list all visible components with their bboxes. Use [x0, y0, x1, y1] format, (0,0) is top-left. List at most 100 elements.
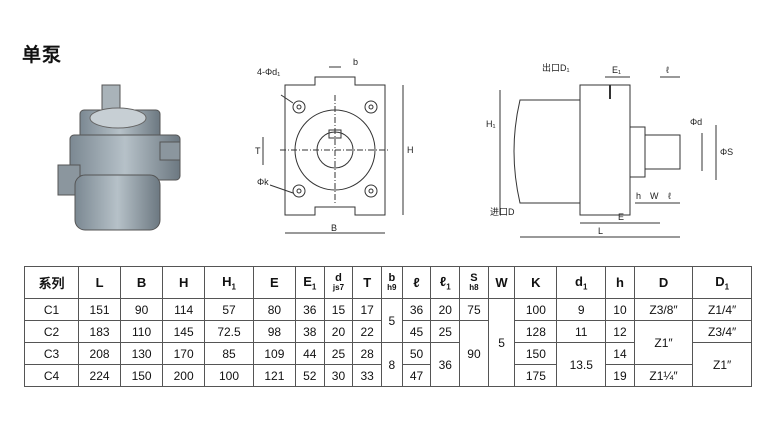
front-view-drawing: 4-Φd₁ b T H Φk B [255, 57, 414, 234]
cell-ell1: 25 [430, 320, 461, 343]
cell-w-merged: 5 [487, 298, 516, 387]
e1-label: E₁ [612, 65, 621, 75]
cell-h1: 100 [204, 364, 254, 387]
l-small-label: ℓ [666, 65, 670, 75]
cell-ell: 47 [401, 364, 432, 387]
l-label: L [598, 226, 603, 236]
phi-s-label: ΦS [720, 147, 733, 157]
t-label: T [255, 146, 261, 156]
header-hh: h [605, 266, 635, 299]
cell-l: 224 [78, 364, 122, 387]
header-dd: D [633, 266, 694, 299]
cell-e: 80 [252, 298, 296, 321]
header-dd1: D1 [692, 266, 752, 299]
cell-b: 90 [120, 298, 164, 321]
cell-dd1-merged: Z1″ [692, 342, 752, 387]
cell-series: C4 [23, 364, 80, 387]
cell-l: 183 [78, 320, 122, 343]
cell-d1: 9 [556, 298, 607, 321]
cell-t: 22 [352, 320, 383, 343]
cell-dd-merged: Z1″ [633, 320, 694, 365]
bw-label: B [331, 223, 337, 233]
e-label: E [618, 212, 624, 222]
cell-t: 33 [352, 364, 383, 387]
header-h: H [162, 266, 206, 299]
header-t: T [352, 266, 383, 299]
cell-k: 128 [514, 320, 558, 343]
cell-d1: 11 [556, 320, 607, 343]
side-view-drawing: 出口D₁ 进口D E₁ ℓ H₁ Φd ΦS h W ℓ E L [486, 62, 733, 238]
cell-hh: 12 [605, 320, 635, 343]
cell-h: 114 [162, 298, 206, 321]
cell-series: C2 [23, 320, 80, 343]
cell-bk-merged: 5 [381, 298, 403, 343]
header-b: B [120, 266, 164, 299]
cell-b: 110 [120, 320, 164, 343]
table-row: C4 224 150 200 100 121 52 30 33 47 175 1… [23, 364, 752, 387]
cell-h1: 72.5 [204, 320, 254, 343]
cell-d: 20 [323, 320, 354, 343]
h1-label: H₁ [486, 119, 496, 129]
header-h1: H1 [204, 266, 254, 299]
header-k: K [514, 266, 558, 299]
cell-dd1: Z1/4″ [692, 298, 752, 321]
cell-e1: 36 [294, 298, 325, 321]
cell-h1: 85 [204, 342, 254, 365]
cell-e1: 52 [294, 364, 325, 387]
holes-label: 4-Φd₁ [257, 67, 280, 77]
table-row: C3 208 130 170 85 109 44 25 28 8 50 36 1… [23, 342, 752, 387]
h-label: H [407, 145, 414, 155]
header-e: E [252, 266, 296, 299]
h-label-side: h [636, 191, 641, 201]
cell-d: 30 [323, 364, 354, 387]
cell-series: C1 [23, 298, 80, 321]
l-small2-label: ℓ [668, 191, 672, 201]
cell-ell: 50 [401, 342, 432, 365]
cell-d: 15 [323, 298, 354, 321]
cell-t: 17 [352, 298, 383, 321]
cell-k: 150 [514, 342, 558, 365]
cell-h1: 57 [204, 298, 254, 321]
cell-ell: 45 [401, 320, 432, 343]
cell-d: 25 [323, 342, 354, 365]
header-l: L [78, 266, 122, 299]
cell-hh: 14 [605, 342, 635, 365]
header-d1: d1 [556, 266, 607, 299]
cell-s: 75 [459, 298, 489, 321]
header-series: 系列 [23, 266, 80, 299]
cell-ell1-merged: 36 [430, 342, 461, 387]
table-row: C1 151 90 114 57 80 36 15 17 5 36 20 75 … [23, 298, 752, 387]
cell-l: 208 [78, 342, 122, 365]
cell-ell: 36 [401, 298, 432, 321]
header-ell1: ℓ1 [430, 266, 461, 299]
cell-e: 98 [252, 320, 296, 343]
w-label: W [650, 191, 659, 201]
k-label: Φk [257, 177, 269, 187]
cell-l: 151 [78, 298, 122, 321]
cell-h: 145 [162, 320, 206, 343]
cell-d1-merged: 13.5 [556, 342, 607, 387]
cell-k: 175 [514, 364, 558, 387]
page-title: 单泵 [22, 44, 63, 66]
outlet-label: 出口D₁ [542, 62, 570, 73]
cell-b: 130 [120, 342, 164, 365]
cell-e1: 38 [294, 320, 325, 343]
phi-d-label: Φd [690, 117, 702, 127]
cell-k: 100 [514, 298, 558, 321]
cell-s-merged: 90 [459, 320, 489, 387]
cell-dd: Z1¼″ [633, 364, 694, 387]
cell-hh: 10 [605, 298, 635, 321]
cell-h: 200 [162, 364, 206, 387]
cell-series: C3 [23, 342, 80, 365]
cell-e: 121 [252, 364, 296, 387]
cell-bk-merged: 8 [381, 342, 403, 387]
cell-e1: 44 [294, 342, 325, 365]
cell-b: 150 [120, 364, 164, 387]
cell-dd1: Z3/4″ [692, 320, 752, 343]
header-e1: E1 [294, 266, 325, 299]
